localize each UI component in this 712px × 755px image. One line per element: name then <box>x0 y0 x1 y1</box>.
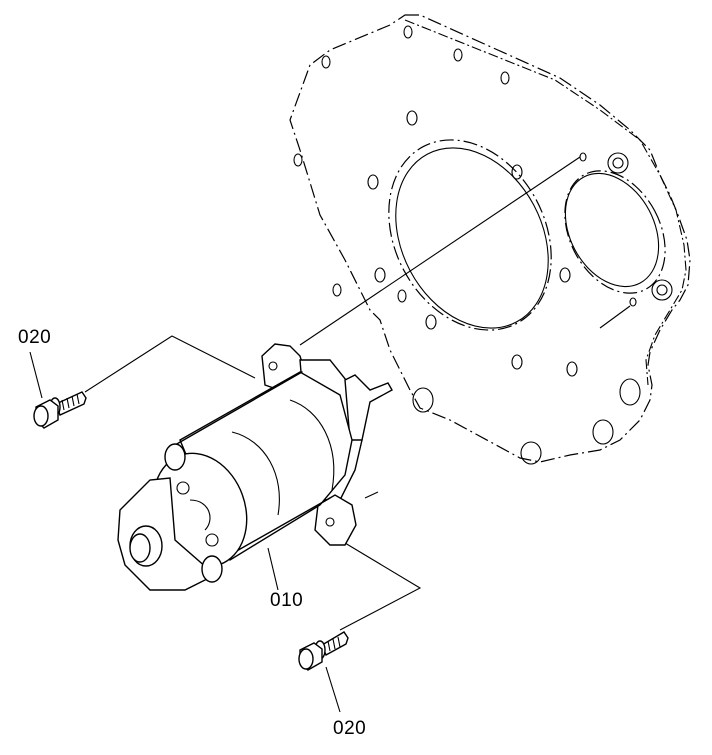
starter-motor-010 <box>117 343 393 591</box>
bolt-020-lower <box>298 631 349 671</box>
part-label-020-upper: 020 <box>18 327 52 348</box>
part-label-010: 010 <box>270 590 304 611</box>
bolt-020-upper <box>33 391 87 429</box>
leader-lines <box>29 156 581 713</box>
part-label-020-lower: 020 <box>333 718 367 739</box>
housing-plate <box>289 14 691 465</box>
